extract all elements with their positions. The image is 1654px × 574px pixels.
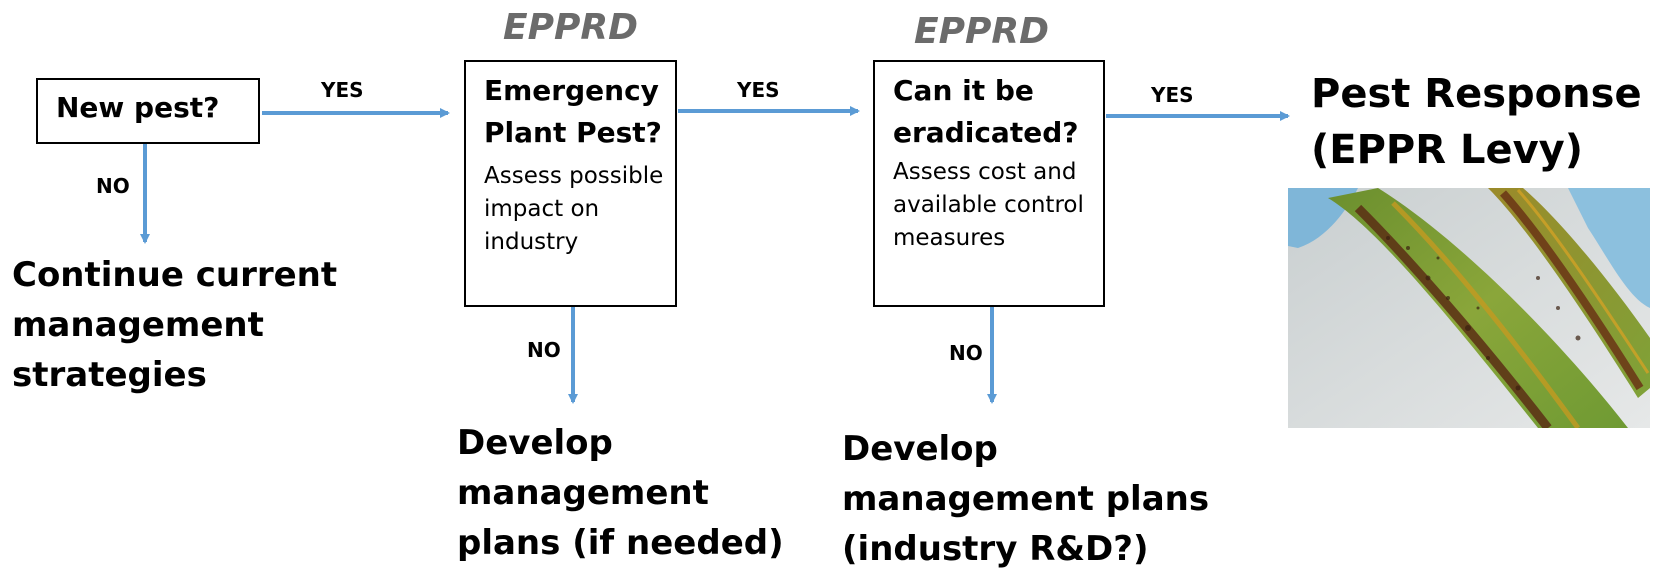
- emergency-plant-pest-box: Emergency Plant Pest? Assess possible im…: [464, 60, 677, 307]
- epprd-header-2: EPPRD: [914, 11, 1049, 52]
- outcome-continue-current-management: Continue current management strategies: [12, 255, 338, 395]
- no-label-1: NO: [96, 174, 130, 198]
- no-label-2: NO: [527, 338, 561, 362]
- eradicated-box: Can it be eradicated? Assess cost and av…: [873, 60, 1105, 307]
- epprd-header-1: EPPRD: [503, 7, 638, 48]
- eradicated-title: Can it be eradicated?: [893, 74, 1079, 149]
- new-pest-box: New pest?: [36, 78, 260, 144]
- yes-label-2: YES: [737, 78, 780, 102]
- no-label-3: NO: [949, 341, 983, 365]
- outcome-develop-management-plans-if-needed: Develop management plans (if needed): [457, 423, 784, 563]
- emergency-plant-pest-body: Assess possible impact on industry: [484, 163, 664, 255]
- yes-label-1: YES: [321, 78, 364, 102]
- emergency-plant-pest-title: Emergency Plant Pest?: [484, 74, 662, 149]
- yes-label-3: YES: [1151, 83, 1194, 107]
- outcome-develop-management-plans-industry: Develop management plans (industry R&D?): [842, 429, 1210, 569]
- eradicated-body: Assess cost and available control measur…: [893, 159, 1084, 251]
- new-pest-title: New pest?: [56, 91, 220, 124]
- diseased-leaf-photo: [1288, 188, 1650, 428]
- outcome-pest-response: Pest Response (EPPR Levy): [1311, 71, 1642, 173]
